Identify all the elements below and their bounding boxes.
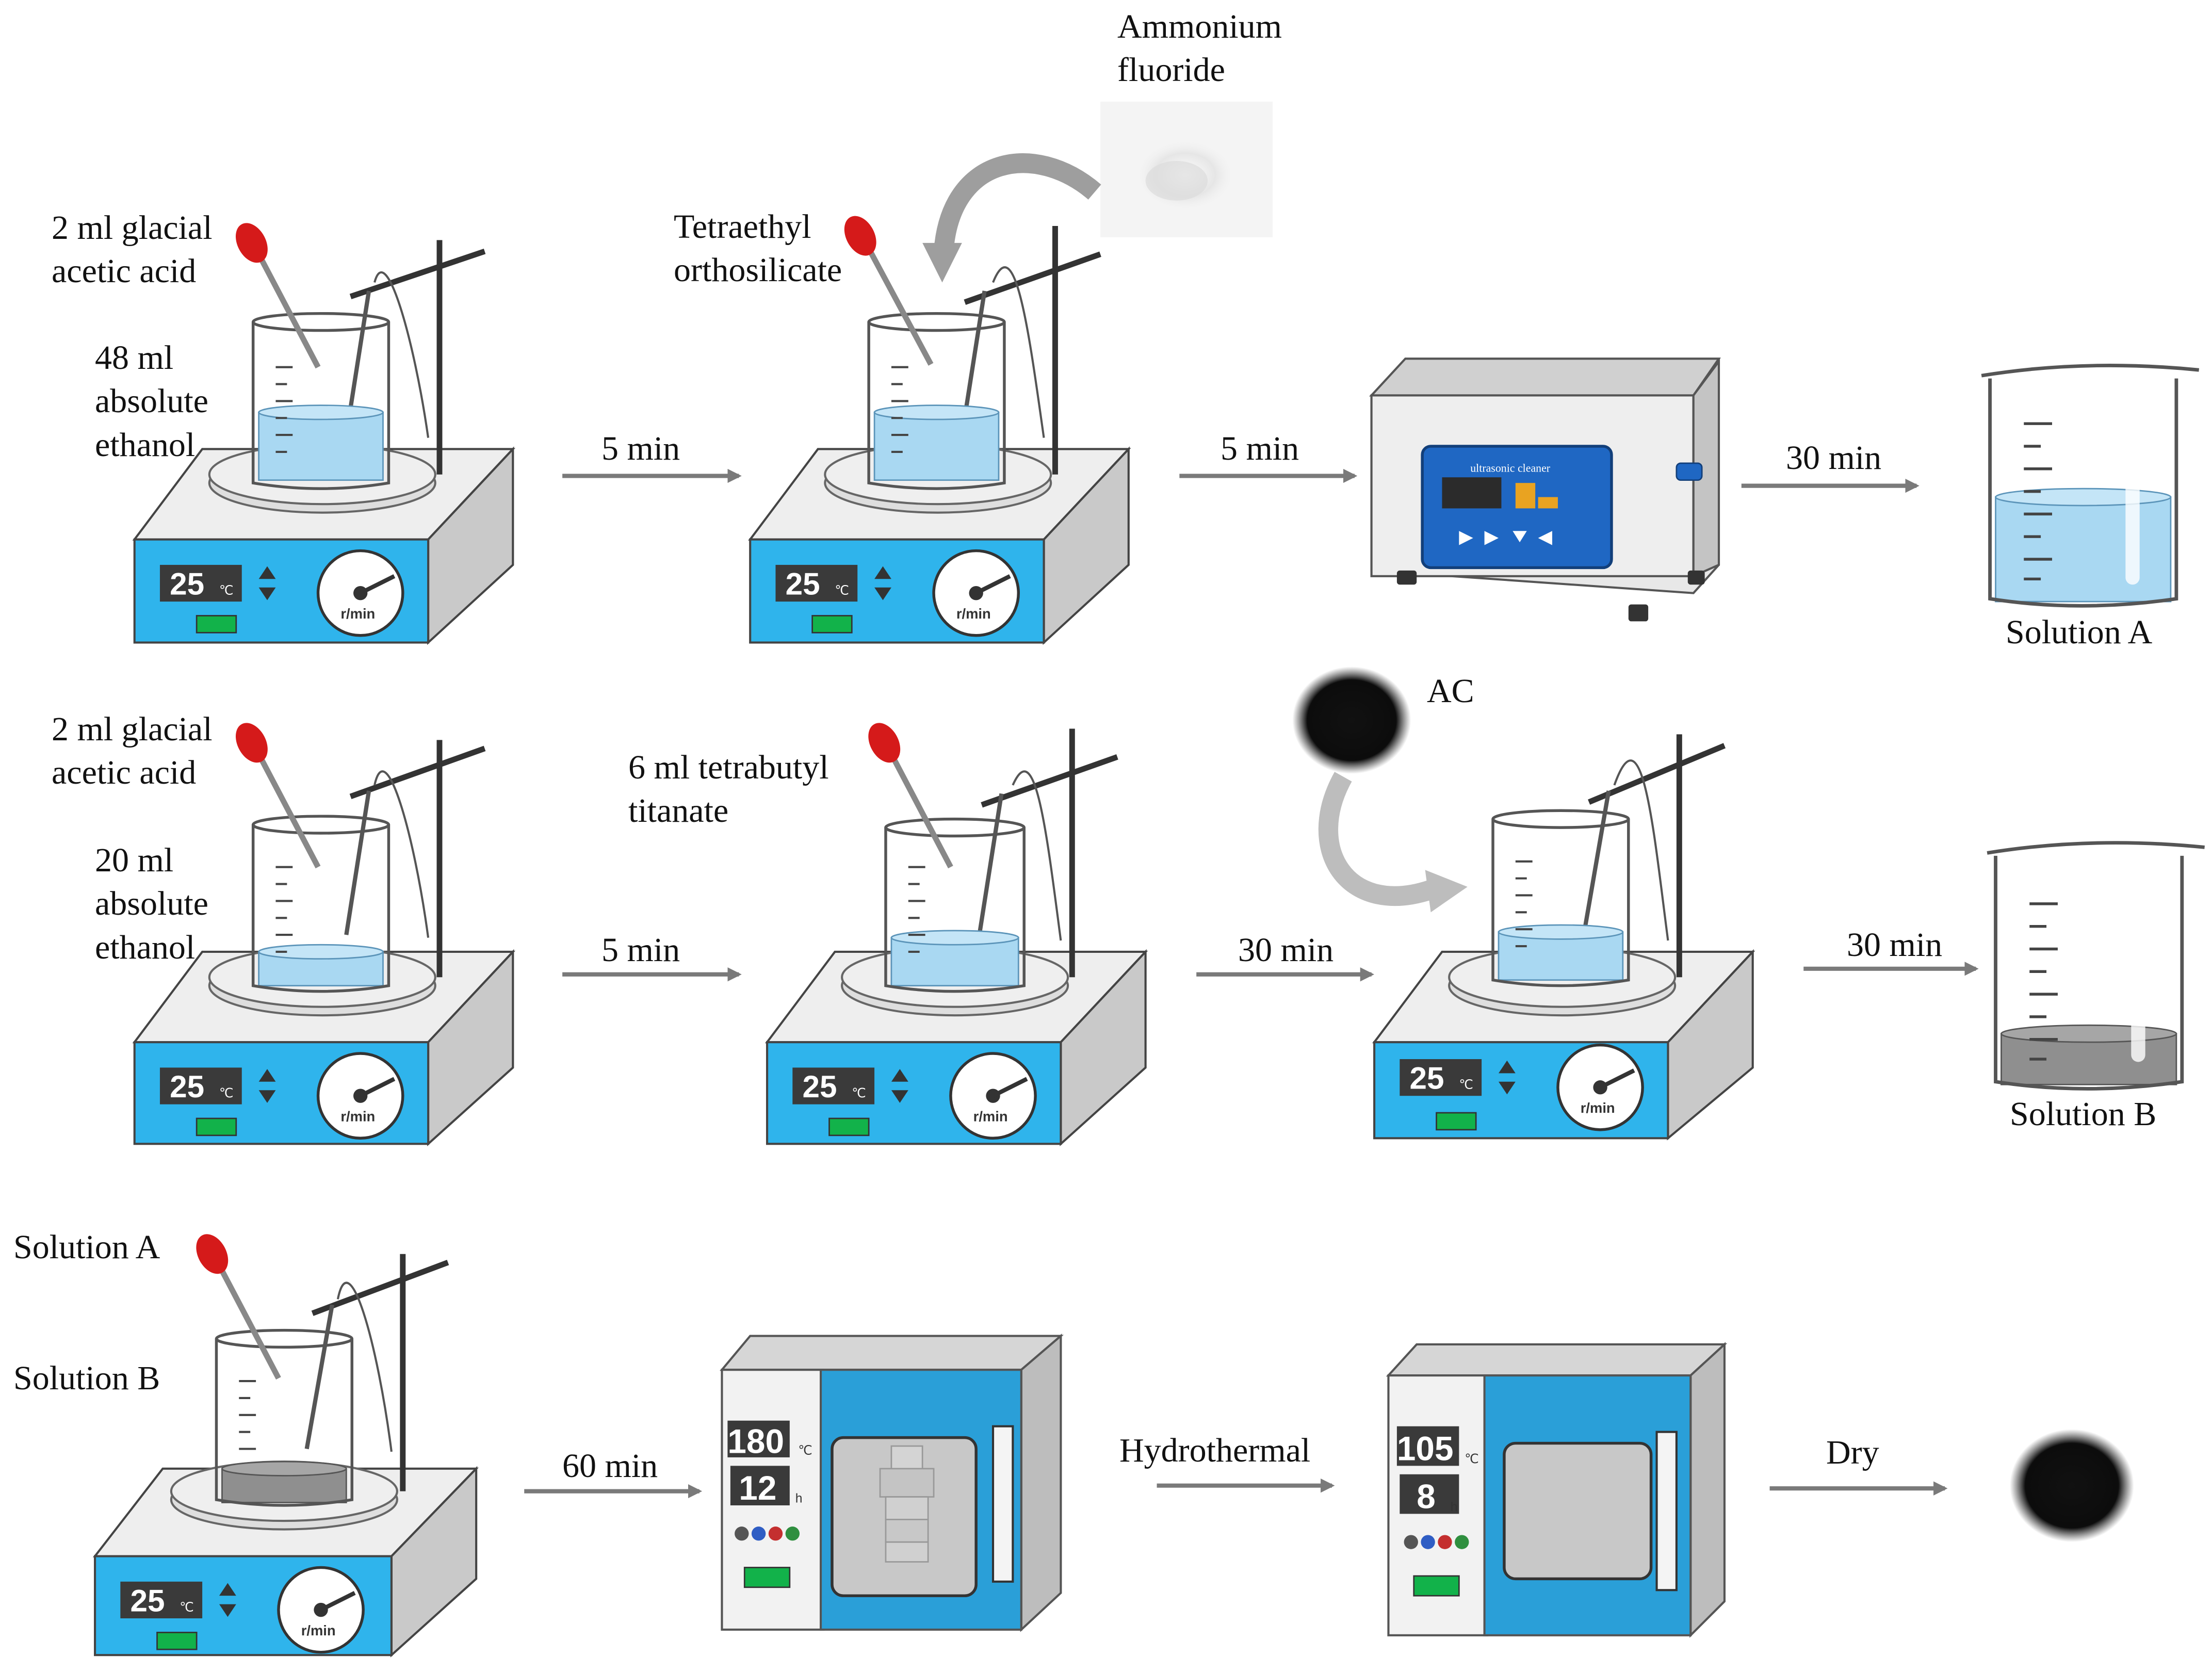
svg-text:25: 25 — [786, 566, 820, 601]
r2-pipette-line1: 2 ml glacial — [52, 710, 213, 748]
oven1-time-unit: h — [795, 1492, 803, 1506]
down-arrow-icon — [258, 587, 276, 600]
drying-oven: 105 ℃ 8 h — [1386, 1342, 1728, 1638]
r1-pipette-line2: acetic acid — [52, 252, 197, 290]
svg-text:℃: ℃ — [180, 1600, 194, 1614]
svg-text:℃: ℃ — [1459, 1078, 1473, 1092]
svg-text:r/min: r/min — [956, 606, 991, 622]
solution-a-label: Solution A — [2006, 613, 2153, 651]
ammonium-fluoride-line1: Ammonium — [1117, 8, 1282, 45]
r1-arrow3-label: 30 min — [1786, 439, 1882, 477]
r2-arrow2-label: 30 min — [1238, 931, 1334, 969]
beaker-solution-b — [1987, 841, 2205, 1091]
ammonium-fluoride-line2: fluoride — [1117, 51, 1225, 89]
beaker-solution-a — [1981, 364, 2200, 608]
r1-pipette-line1: 2 ml glacial — [52, 209, 213, 247]
up-arrow-icon — [258, 566, 276, 579]
svg-text:r/min: r/min — [973, 1108, 1008, 1124]
magnetic-stirrer-r2-1: 25 ℃ r/min — [132, 723, 516, 1146]
svg-text:25: 25 — [170, 1069, 204, 1104]
oven2-time: 8 — [1417, 1478, 1436, 1515]
oven1-temp-unit: ℃ — [798, 1443, 812, 1457]
r2-pipette2-line2: titanate — [628, 792, 729, 830]
r3-solution-a-label: Solution A — [13, 1228, 160, 1266]
ac-label: AC — [1427, 672, 1474, 710]
magnetic-stirrer-r3-1: 25 ℃ r/min — [92, 1234, 479, 1658]
r1-solvent-label: 48 ml absolute ethanol — [95, 336, 208, 467]
stirrer-speed-unit: r/min — [340, 606, 375, 622]
r1-solvent-line1: 48 ml — [95, 339, 174, 377]
oven1-temp: 180 — [727, 1423, 784, 1460]
r2-pipette2-line1: 6 ml tetrabutyl — [628, 749, 829, 786]
hydrothermal-oven: 180 ℃ 12 h — [720, 1334, 1064, 1632]
r2-arrow1-label: 5 min — [601, 931, 680, 969]
stirrer-temp: 25 — [170, 566, 204, 601]
svg-text:℃: ℃ — [852, 1086, 866, 1100]
r1-pipette-label: 2 ml glacial acetic acid — [52, 206, 213, 294]
svg-text:25: 25 — [1410, 1060, 1444, 1095]
svg-text:r/min: r/min — [301, 1622, 336, 1638]
autoclave-icon — [879, 1445, 935, 1563]
oven1-time: 12 — [739, 1469, 776, 1507]
curved-arrow-r2 — [1318, 772, 1434, 906]
r3-solution-b-label: Solution B — [13, 1359, 160, 1397]
r2-solvent-line1: 20 ml — [95, 841, 174, 879]
r2-pipette-label: 2 ml glacial acetic acid — [52, 708, 213, 795]
oven2-temp: 105 — [1397, 1430, 1454, 1467]
oven2-time-unit: h — [1451, 1500, 1458, 1514]
r2-arrow3-label: 30 min — [1847, 926, 1943, 964]
r1-pipette2-label: Tetraethyl orthosilicate — [674, 205, 842, 293]
magnetic-stirrer-r2-2: 25 ℃ r/min — [765, 723, 1148, 1146]
r2-pipette-line2: acetic acid — [52, 754, 197, 792]
final-product-powder — [2009, 1429, 2134, 1543]
svg-text:℃: ℃ — [835, 583, 849, 597]
r2-solvent-label: 20 ml absolute ethanol — [95, 839, 208, 969]
r3-arrow1-label: 60 min — [562, 1447, 658, 1485]
ac-powder — [1292, 667, 1411, 774]
svg-text:℃: ℃ — [219, 1086, 234, 1100]
r1-arrow1-label: 5 min — [601, 430, 680, 467]
r3-arrow3-label: Dry — [1826, 1434, 1879, 1471]
solution-b-label: Solution B — [2010, 1095, 2157, 1133]
r2-solvent-line2: absolute — [95, 885, 208, 923]
r2-pipette2-label: 6 ml tetrabutyl titanate — [628, 746, 829, 833]
magnetic-stirrer-r1-1: 25 ℃ r/min — [132, 223, 516, 645]
svg-text:25: 25 — [802, 1069, 837, 1104]
r1-solvent-line2: absolute — [95, 382, 208, 420]
r2-solvent-line3: ethanol — [95, 928, 196, 966]
r1-pipette2-line2: orthosilicate — [674, 251, 842, 289]
ammonium-fluoride-label: Ammonium fluoride — [1117, 5, 1282, 92]
cleaner-label: ultrasonic cleaner — [1470, 461, 1551, 474]
oven2-temp-unit: ℃ — [1465, 1452, 1479, 1466]
r3-arrow2-label: Hydrothermal — [1119, 1432, 1311, 1469]
curved-arrow-r1 — [934, 153, 1101, 252]
svg-text:r/min: r/min — [1581, 1100, 1615, 1116]
magnetic-stirrer-r2-3: 25 ℃ r/min — [1372, 734, 1755, 1141]
r1-pipette2-line1: Tetraethyl — [674, 208, 811, 246]
r1-solvent-line3: ethanol — [95, 426, 196, 464]
stirrer-temp-unit: ℃ — [219, 583, 234, 597]
svg-text:25: 25 — [131, 1583, 165, 1618]
r1-arrow2-label: 5 min — [1221, 430, 1299, 467]
magnetic-stirrer-r1-2: 25 ℃ r/min — [748, 216, 1131, 645]
ultrasonic-cleaner: ultrasonic cleaner — [1369, 358, 1721, 622]
svg-text:r/min: r/min — [340, 1108, 375, 1124]
